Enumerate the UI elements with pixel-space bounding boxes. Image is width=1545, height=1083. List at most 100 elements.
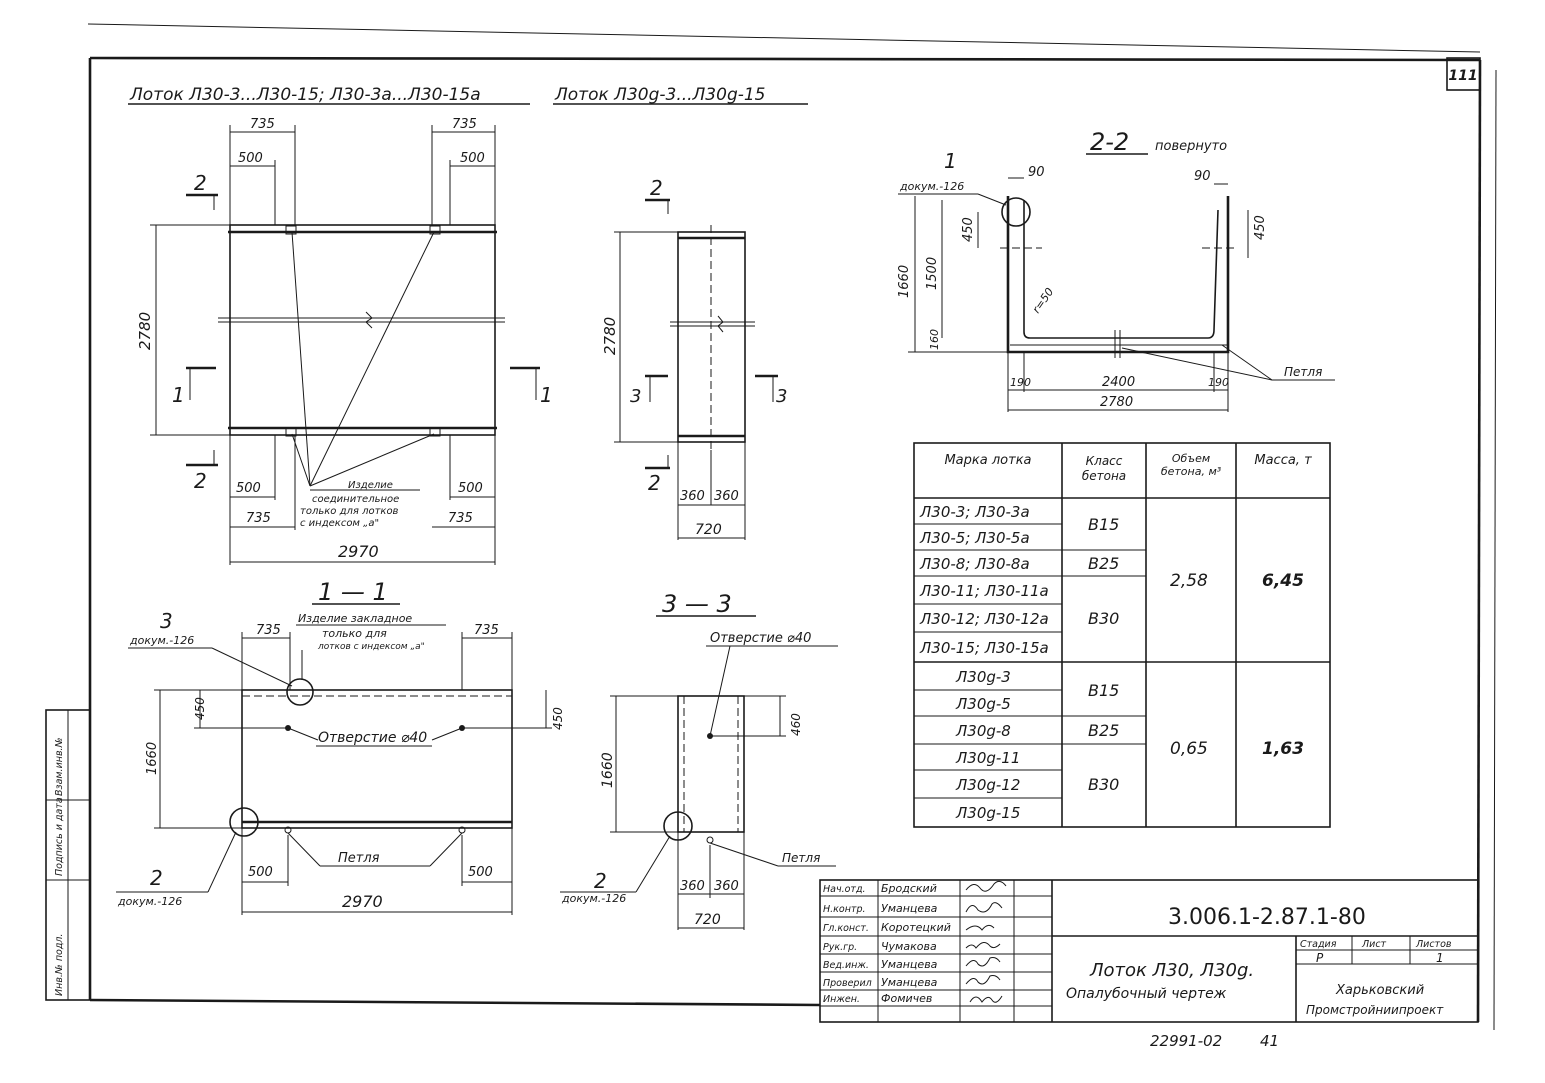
spec-table: Марка лотка Класс бетона Объем бетона, м… <box>913 442 1331 828</box>
stamp-col-sheets: Листов <box>1415 939 1452 950</box>
stamp-stage: Р <box>1316 951 1324 965</box>
table-mark-7: Л30g-3 <box>955 668 1011 686</box>
plan-note-line4: с индексом „а" <box>300 518 379 529</box>
plan-small-cut-3-left: 3 <box>630 386 641 407</box>
plan-small-half-left: 360 <box>680 489 705 504</box>
plan-small-half-right: 360 <box>714 489 739 504</box>
table-mark-1: Л30-3; Л30-3а <box>919 503 1030 521</box>
sheet-frame: 1 1 1 <box>87 23 1497 1031</box>
section-22-callout-num: 1 <box>944 149 957 173</box>
table-mass-2: 1,63 <box>1262 739 1304 759</box>
section-22-title: 2-2 <box>1090 128 1129 156</box>
plan-cut-1-right: 1 <box>540 383 553 407</box>
plan-small-width: 720 <box>695 522 722 538</box>
plan-main: 735 500 735 500 500 735 500 735 2970 278… <box>136 117 553 565</box>
stamp-code: 3.006.1-2.87.1-80 <box>1168 905 1366 930</box>
section-22-total-width: 2780 <box>1100 395 1133 410</box>
stamp-role-7: Инжен. <box>823 994 860 1005</box>
plan-dim-bottom-right-outer: 735 <box>448 511 473 526</box>
stamp-role-2: Н.контр. <box>823 904 866 915</box>
table-mark-3: Л30-8; Л30-8а <box>919 555 1030 573</box>
section-22-side-left: 190 <box>1010 376 1031 389</box>
stamp-name-6: Уманцева <box>881 976 938 989</box>
title-right: Лоток Л30g-3...Л30g-15 <box>554 85 766 105</box>
plan-cut-2-bottom: 2 <box>194 469 207 493</box>
section-33-half-right: 360 <box>714 879 739 894</box>
section-11-callout3-num: 3 <box>160 609 173 633</box>
section-11-callout3-doc: докум.-126 <box>129 634 194 647</box>
table-mark-6: Л30-15; Л30-15а <box>919 639 1049 657</box>
section-22-radius: r=50 <box>1030 286 1057 316</box>
strip-vzam: Взам.инв.№ <box>54 737 65 796</box>
table-mark-5: Л30-12; Л30-12а <box>919 610 1049 628</box>
section-11-dim-left: 735 <box>256 623 281 638</box>
stamp-col-sheet: Лист <box>1361 939 1387 950</box>
plan-cut-1-left: 1 <box>172 383 185 407</box>
section-11-callout2-num: 2 <box>150 866 163 890</box>
plan-small-cut-3-right: 3 <box>776 386 787 407</box>
section-11-dim-right: 735 <box>474 623 499 638</box>
stamp-org-2: Промстройниипроект <box>1306 1003 1444 1017</box>
footer-page: 41 <box>1260 1032 1279 1050</box>
table-class-2: В25 <box>1088 554 1119 573</box>
section-11-hole-depth-left: 450 <box>193 697 207 720</box>
plan-dim-top-left-outer: 735 <box>250 117 275 132</box>
table-mass-1: 6,45 <box>1262 571 1304 591</box>
section-11-loop-dim-left: 500 <box>248 865 273 880</box>
section-33-hole-depth: 460 <box>789 713 803 736</box>
section-22-loop: Петля <box>1284 365 1322 379</box>
plan-dim-bottom-right-inner: 500 <box>458 481 483 496</box>
plan-note-line2: соединительное <box>312 494 399 505</box>
stamp-title-2: Опалубочный чертеж <box>1066 986 1227 1002</box>
section-33-hole: Отверстие ⌀40 <box>710 631 811 646</box>
table-mark-4: Л30-11; Л30-11а <box>919 582 1049 600</box>
section-2-2: 2-2 повернуто 1 докум.-126 90 90 450 450… <box>897 128 1335 412</box>
section-11-hole-depth-right: 450 <box>551 707 565 730</box>
table-mark-11: Л30g-12 <box>955 776 1020 794</box>
section-22-callout-doc: докум.-126 <box>899 180 964 193</box>
section-22-inner-width: 2400 <box>1102 375 1135 390</box>
stamp-col-stage: Стадия <box>1300 939 1337 950</box>
table-class-1: В15 <box>1088 515 1119 534</box>
footer-number: 22991-02 <box>1150 1032 1222 1050</box>
section-33-loop: Петля <box>782 851 820 865</box>
section-11-note-line1: Изделие закладное <box>298 612 412 625</box>
section-22-subtitle: повернуто <box>1155 139 1227 154</box>
side-strip: Инв.№ подл. Подпись и дата Взам.инв.№ <box>45 709 91 1001</box>
stamp-role-1: Нач.отд. <box>823 884 866 895</box>
section-11-loop: Петля <box>338 851 380 866</box>
stamp-role-4: Рук.гр. <box>823 942 857 953</box>
strip-inv: Инв.№ подл. <box>54 933 65 996</box>
section-11-width: 2970 <box>342 892 383 911</box>
section-11-loop-dim-right: 500 <box>468 865 493 880</box>
section-33-callout-doc: докум.-126 <box>561 892 626 905</box>
table-class-5: В25 <box>1088 721 1119 740</box>
stamp-role-3: Гл.конст. <box>823 923 869 934</box>
plan-small-cut-2-bottom: 2 <box>648 471 661 495</box>
plan-small-cut-2-top: 2 <box>650 176 663 200</box>
section-11-callout2-doc: докум.-126 <box>117 895 182 908</box>
stamp-name-2: Уманцева <box>881 902 938 915</box>
table-header-class: Класс бетона <box>1081 454 1127 483</box>
table-mark-9: Л30g-8 <box>955 722 1011 740</box>
table-class-4: В15 <box>1088 681 1119 700</box>
table-mark-12: Л30g-15 <box>955 804 1020 822</box>
stamp-signatures <box>965 880 1007 1003</box>
section-33-height: 1660 <box>600 752 616 788</box>
plan-small: 2780 2 2 3 3 360 360 720 <box>601 176 787 540</box>
table-header-volume: Объем бетона, м³ <box>1160 452 1222 478</box>
section-33-title: 3 — 3 <box>662 590 732 618</box>
plan-dim-bottom-left-inner: 500 <box>236 481 261 496</box>
section-33-callout-num: 2 <box>594 869 607 893</box>
stamp-name-1: Бродский <box>881 882 937 895</box>
section-22-loop-left: 450 <box>961 217 976 242</box>
stamp-name-7: Фомичев <box>881 992 932 1005</box>
title-block: Нач.отд. Н.контр. Гл.конст. Рук.гр. Вед.… <box>819 879 1479 1023</box>
stamp-name-5: Уманцева <box>881 958 938 971</box>
stamp-sheets: 1 <box>1436 951 1444 965</box>
plan-dim-top-right-inner: 500 <box>460 151 485 166</box>
table-mark-10: Л30g-11 <box>955 749 1020 767</box>
plan-dim-top-left-inner: 500 <box>238 151 263 166</box>
stamp-org-1: Харьковский <box>1335 983 1424 998</box>
section-33-width: 720 <box>694 912 721 928</box>
